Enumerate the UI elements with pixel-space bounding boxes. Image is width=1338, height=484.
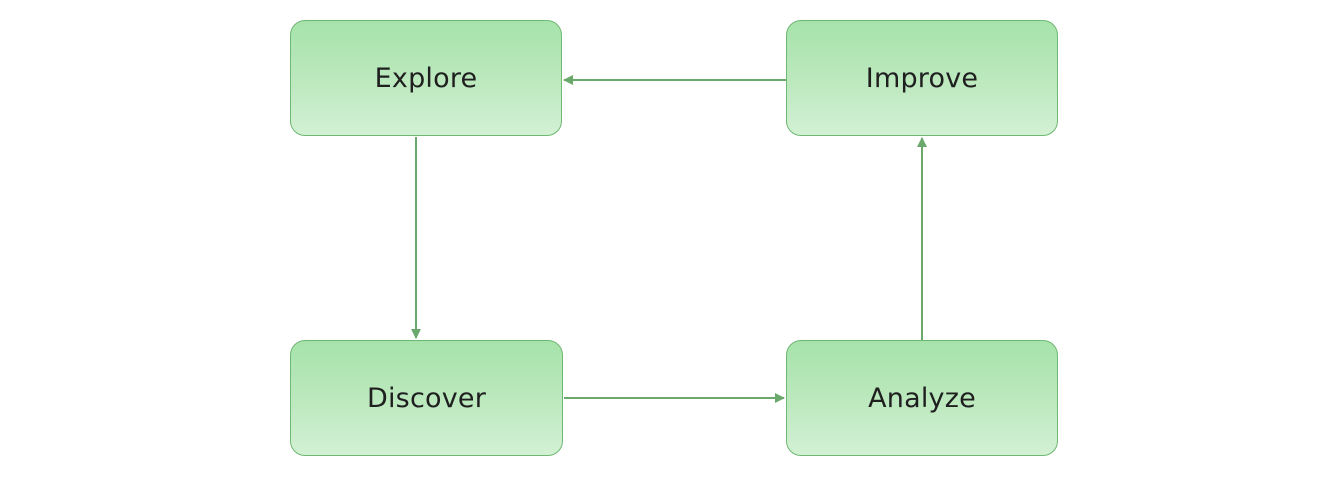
node-improve-label: Improve: [865, 62, 979, 94]
node-analyze: Analyze: [786, 340, 1058, 456]
node-explore-label: Explore: [374, 62, 478, 94]
node-discover-label: Discover: [366, 382, 486, 414]
node-explore: Explore: [290, 20, 562, 136]
node-discover: Discover: [290, 340, 563, 456]
node-analyze-label: Analyze: [868, 382, 976, 414]
node-improve: Improve: [786, 20, 1058, 136]
